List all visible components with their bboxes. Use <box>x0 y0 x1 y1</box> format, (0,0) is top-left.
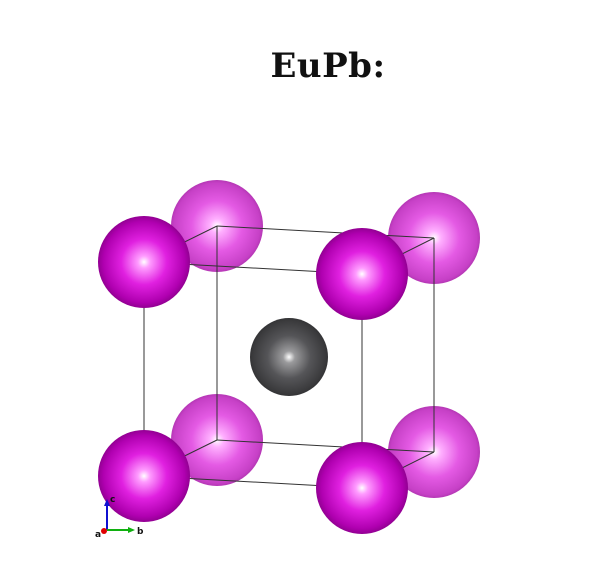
atom-eu-front-bottom-right <box>316 442 408 534</box>
axis-indicator: c b a <box>95 495 144 540</box>
atom-eu-front-top-right <box>316 228 408 320</box>
axis-label-c: c <box>110 495 115 505</box>
axis-label-a: a <box>95 530 101 540</box>
front-atoms <box>98 216 408 534</box>
atom-eu-front-top-left <box>98 216 190 308</box>
atom-pb-center <box>250 318 328 396</box>
axis-a-dot <box>101 528 107 534</box>
atom-eu-front-bottom-left <box>98 430 190 522</box>
axis-c-arrow <box>104 499 110 506</box>
axis-label-b: b <box>137 527 144 537</box>
structure-title: EuPb: <box>270 46 386 86</box>
axis-b-arrow <box>128 527 135 533</box>
